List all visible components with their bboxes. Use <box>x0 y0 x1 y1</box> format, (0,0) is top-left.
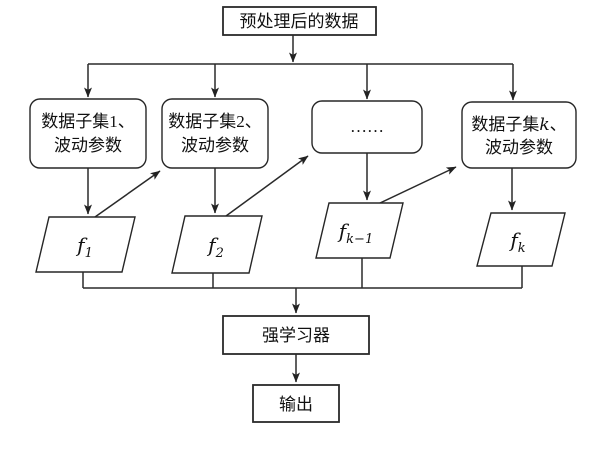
subset-box-2: 数据子集2、 波动参数 <box>161 98 269 169</box>
learner-f2-shape <box>171 215 263 274</box>
learner-fk: fk <box>476 212 566 267</box>
arrow-f2-to-ellipsis <box>225 155 309 217</box>
top-box-rect <box>222 6 377 36</box>
subset-box-k: 数据子集k、 波动参数 <box>461 101 577 169</box>
learner-f1: f1 <box>35 216 136 273</box>
ellipsis-box: …… <box>311 100 423 154</box>
output-rect <box>252 384 340 423</box>
ellipsis-label: …… <box>350 117 384 136</box>
top-box-label: 预处理后的数据 <box>240 12 359 31</box>
learner-fk-shape <box>476 212 566 267</box>
top-box: 预处理后的数据 <box>222 6 377 36</box>
subset-box-k-line2: 波动参数 <box>485 138 553 157</box>
subset-box-2-line2: 波动参数 <box>181 136 249 155</box>
learner-fk1-shape <box>315 202 404 259</box>
subset-box-k-line1: 数据子集k、 <box>471 115 566 135</box>
learner-fk1: fk−1 <box>315 202 404 259</box>
strong-learner-box: 强学习器 <box>222 315 370 355</box>
output-box: 输出 <box>252 384 340 423</box>
arrow-fk1-to-subset-k <box>377 166 457 205</box>
subset-box-1-rect <box>29 98 147 169</box>
subset-box-1: 数据子集1、 波动参数 <box>29 98 147 169</box>
subset-box-2-line1: 数据子集2、 <box>168 112 262 131</box>
arrow-f1-to-subset-2 <box>94 170 161 218</box>
output-label: 输出 <box>279 395 313 414</box>
subset-box-k-rect <box>461 101 577 169</box>
subset-box-2-rect <box>161 98 269 169</box>
subset-box-1-line1: 数据子集1、 <box>41 112 135 131</box>
learner-f1-shape <box>35 216 136 273</box>
subset-box-1-line2: 波动参数 <box>54 136 122 155</box>
strong-learner-label: 强学习器 <box>262 326 330 345</box>
learner-f2: f2 <box>171 215 263 274</box>
